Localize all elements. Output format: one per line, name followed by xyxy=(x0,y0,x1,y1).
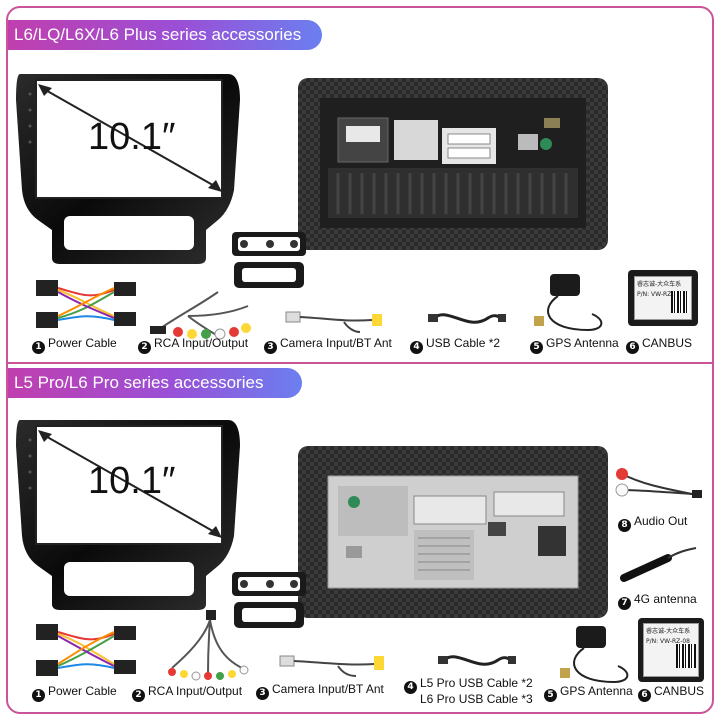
item-label-text: GPS Antenna xyxy=(546,336,619,350)
section-divider xyxy=(8,362,712,364)
camera-cable-icon xyxy=(278,652,394,687)
rca-cable-icon xyxy=(148,286,258,345)
qr-code-icon xyxy=(676,644,696,668)
item-number-badge: 1 xyxy=(32,341,45,354)
item-label-text: 4G antenna xyxy=(634,592,697,606)
item-number-badge: 6 xyxy=(626,341,639,354)
item-number-badge: 4 xyxy=(410,341,423,354)
section-banner-bottom: L5 Pro/L6 Pro series accessories xyxy=(8,368,302,398)
power-cable-icon xyxy=(30,276,140,339)
item-label-text: RCA Input/Output xyxy=(154,336,249,350)
head-unit-back-image xyxy=(298,78,608,255)
item-number-badge: 3 xyxy=(264,341,277,354)
head-unit-front-image xyxy=(10,416,246,616)
gps-antenna-icon xyxy=(554,622,634,697)
rca-cable-icon xyxy=(158,608,254,689)
canbus-box-icon: 睿志诚-大众车系 P/N: VW-RZ-08 xyxy=(638,618,704,682)
canbus-sticker: 睿志诚-大众车系 P/N: VW-RZ-08 xyxy=(634,276,692,320)
canbus-sticker-model: P/N: VW-RZ-08 xyxy=(646,638,690,645)
power-cable-icon xyxy=(30,620,140,689)
canbus-sticker: 睿志诚-大众车系 P/N: VW-RZ-08 xyxy=(643,623,699,677)
audio-out-cable-icon xyxy=(612,464,704,517)
canbus-sticker-title: 睿志诚-大众车系 xyxy=(637,281,682,288)
canbus-sticker-model: P/N: VW-RZ-08 xyxy=(637,291,681,298)
item-label-text: Camera Input/BT Ant xyxy=(280,336,392,350)
item-label-text: Audio Out xyxy=(634,514,688,528)
head-unit-front-image xyxy=(10,70,246,270)
item-label-text: Power Cable xyxy=(48,684,117,698)
head-unit-back-image xyxy=(298,446,608,623)
trim-frame-image xyxy=(230,570,310,637)
item-label-text: Camera Input/BT Ant xyxy=(272,682,384,696)
item-number-badge: 8 xyxy=(618,519,631,532)
trim-frame-image xyxy=(230,230,310,297)
usb-cable-icon xyxy=(428,302,508,341)
item-label-text: CANBUS xyxy=(642,336,693,350)
camera-cable-icon xyxy=(284,308,394,343)
item-label-text: Power Cable xyxy=(48,336,117,350)
screen-size-label-top: 10.1″ xyxy=(88,116,176,158)
item-number-badge: 1 xyxy=(32,689,45,702)
item-number-badge: 6 xyxy=(638,689,651,702)
item-number-badge: 4 xyxy=(404,681,417,694)
item-number-badge: 5 xyxy=(544,689,557,702)
qr-code-icon xyxy=(671,291,689,313)
canbus-sticker-title: 睿志诚-大众车系 xyxy=(646,628,691,635)
4g-antenna-icon xyxy=(616,542,702,593)
canbus-box-icon: 睿志诚-大众车系 P/N: VW-RZ-08 xyxy=(628,270,698,326)
product-frame: L6/LQ/L6X/L6 Plus series accessories 10.… xyxy=(6,6,714,714)
item-number-badge: 5 xyxy=(530,341,543,354)
item-number-badge: 7 xyxy=(618,597,631,610)
screen-size-label-bottom: 10.1″ xyxy=(88,460,176,502)
item-label-text: GPS Antenna xyxy=(560,684,633,698)
item-label-text: RCA Input/Output xyxy=(148,684,243,698)
item-label-usb-bottom-line2: L6 Pro USB Cable *3 xyxy=(420,692,533,706)
item-label-text: USB Cable *2 xyxy=(426,336,501,350)
section-banner-top: L6/LQ/L6X/L6 Plus series accessories xyxy=(8,20,322,50)
item-number-badge: 2 xyxy=(138,341,151,354)
item-label-text: L5 Pro USB Cable *2 xyxy=(420,676,533,690)
item-label-text: CANBUS xyxy=(654,684,705,698)
gps-antenna-icon xyxy=(528,270,608,345)
item-number-badge: 3 xyxy=(256,687,269,700)
usb-cable-icon xyxy=(438,644,518,683)
item-number-badge: 2 xyxy=(132,689,145,702)
